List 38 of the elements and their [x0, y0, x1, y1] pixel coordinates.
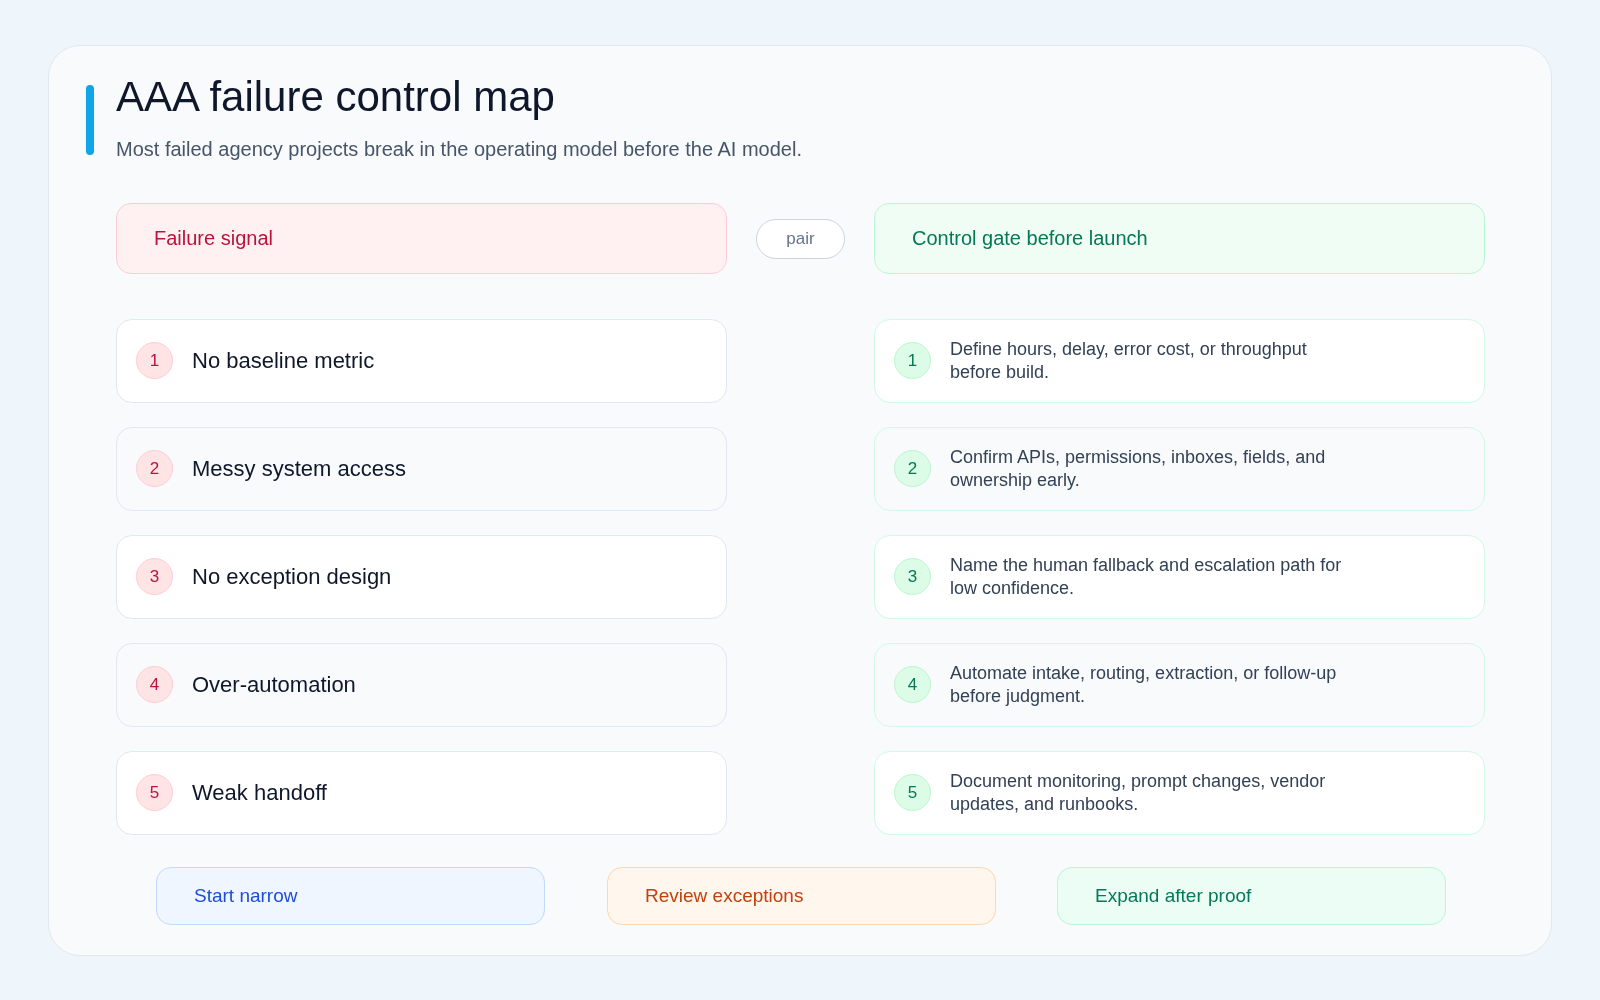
number-badge: 4: [894, 666, 931, 703]
number-badge: 2: [894, 450, 931, 487]
failure-text: Messy system access: [192, 456, 406, 482]
control-text: Confirm APIs, permissions, inboxes, fields, and ownership early.: [950, 446, 1327, 492]
title: AAA failure control map: [116, 72, 555, 122]
number-badge: 1: [136, 342, 173, 379]
control-text: Automate intake, routing, extraction, or follow-up before judgment.: [950, 662, 1338, 708]
principle-tag: Review exceptions: [607, 867, 996, 925]
number-badge: 5: [136, 774, 173, 811]
failure-text: No baseline metric: [192, 348, 375, 374]
control-card: [874, 535, 1485, 619]
failure-card: [116, 535, 727, 619]
control-text: Define hours, delay, error cost, or throughput before build.: [950, 338, 1308, 384]
number-badge: 3: [894, 558, 931, 595]
number-badge: 2: [136, 450, 173, 487]
number-badge: 5: [894, 774, 931, 811]
number-badge: 1: [894, 342, 931, 379]
principle-tag: Start narrow: [156, 867, 545, 925]
failure-card: [116, 319, 727, 403]
column-header: Control gate before launch: [874, 203, 1485, 274]
control-card: [874, 751, 1485, 835]
pair-tag: pair: [756, 219, 845, 259]
failure-card: [116, 427, 727, 511]
control-card: [874, 319, 1485, 403]
control-card: [874, 643, 1485, 727]
control-text: Name the human fallback and escalation path for low confidence.: [950, 554, 1343, 600]
column-header: Failure signal: [116, 203, 727, 274]
failure-text: Weak handoff: [192, 780, 327, 806]
failure-card: [116, 751, 727, 835]
control-text: Document monitoring, prompt changes, vendor updates, and runbooks.: [950, 770, 1327, 816]
failure-text: Over-automation: [192, 672, 356, 698]
principle-tag: Expand after proof: [1057, 867, 1446, 925]
failure-card: [116, 643, 727, 727]
number-badge: 4: [136, 666, 173, 703]
failure-text: No exception design: [192, 564, 392, 590]
subtitle: Most failed agency projects break in the operating model before the AI model.: [116, 137, 802, 161]
control-card: [874, 427, 1485, 511]
number-badge: 3: [136, 558, 173, 595]
